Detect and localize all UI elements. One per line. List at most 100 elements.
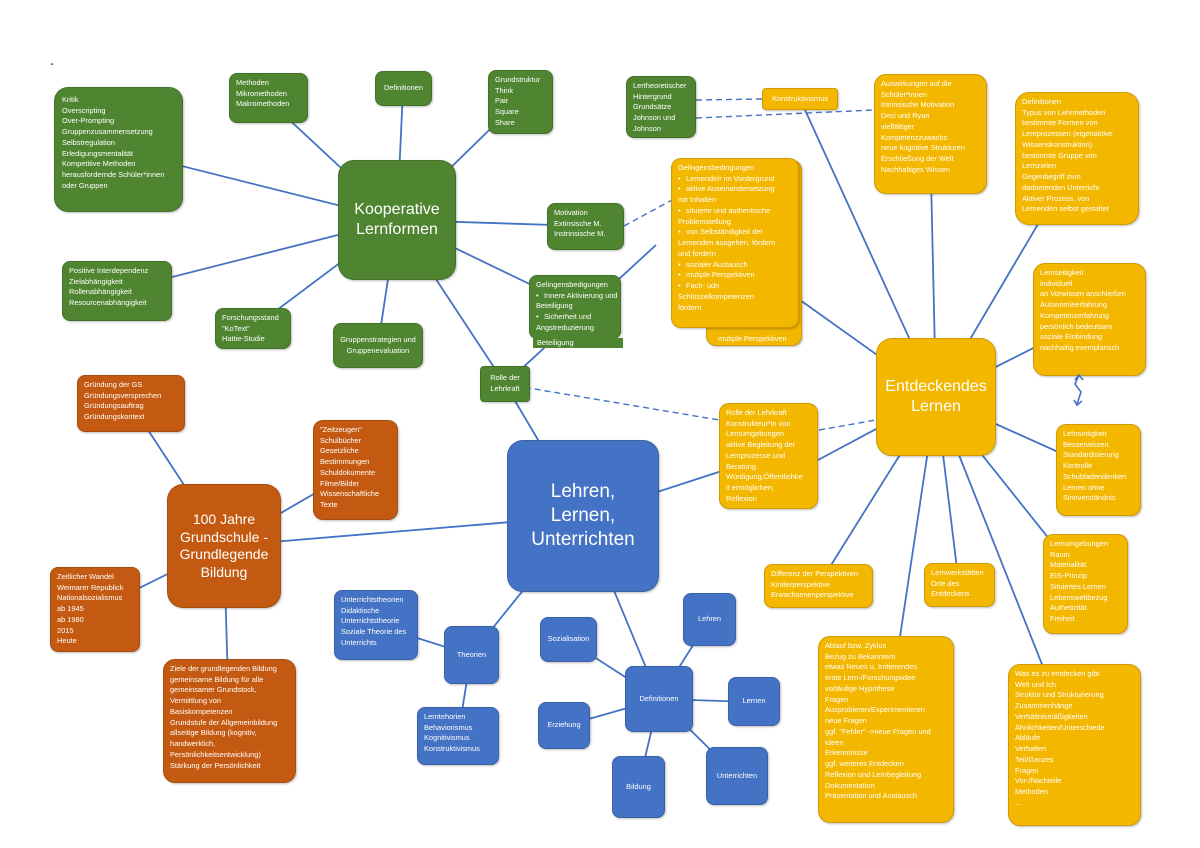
node-item: Heute	[57, 636, 77, 646]
dashed-connector-line	[818, 419, 877, 431]
node-item: bestimmte Formen von	[1022, 118, 1098, 128]
node-item: Selbstregulation	[62, 137, 116, 147]
node-item: Struktur und Strukturierung	[1015, 690, 1104, 700]
node-item: Nachhaltiges Wissen	[881, 164, 951, 174]
node-erziehung[interactable]: Erziehung	[538, 702, 590, 749]
node-gelingensbedingungen-kooperativ[interactable]: GelingensbedigungenInnere Aktivierung un…	[529, 275, 621, 339]
node-heading: Kooperative	[354, 201, 440, 218]
node-unterrichten[interactable]: Unterrichten	[706, 747, 768, 805]
node-lernen[interactable]: Lernen	[728, 677, 780, 726]
node-item: Standardisierung	[1063, 450, 1119, 460]
node-item: Innere Aktivierung und	[536, 291, 618, 302]
node-heading: Methoden	[236, 78, 269, 87]
node-item: Unterrichts	[341, 637, 377, 647]
node-item: Problemstellung	[678, 216, 731, 226]
node-heading: Auswirkungen auf die	[881, 79, 952, 88]
node-item: ...	[1015, 797, 1022, 807]
node-item: gemeinsamer Grundstock,	[170, 685, 257, 695]
dashed-connector-line	[695, 109, 875, 119]
node-item: Beratung	[726, 461, 756, 471]
node-item: Wissenschaftliche	[320, 489, 380, 499]
node-item: Gründungskontext	[84, 412, 145, 422]
node-heading: Lernen	[742, 696, 766, 706]
node-konstruktivismus[interactable]: Konstruktivismus	[762, 88, 838, 110]
node-item: Authetizität	[1050, 603, 1087, 613]
node-item: Makromethoden	[236, 99, 290, 109]
node-item: mit Inhalten	[678, 195, 717, 205]
node-item: Vermittlung von	[170, 696, 221, 706]
node-heading: Bildung	[626, 781, 651, 791]
node-item: Intrinsische Motivation	[881, 100, 955, 110]
node-item: Kompetenzerfahrung	[1040, 310, 1110, 320]
node-heading: Definitionen	[383, 83, 424, 93]
node-item: ab 1980	[57, 614, 84, 624]
node-forschungsstand[interactable]: Forschungsstand"KoText"Hattie-Studie	[215, 308, 291, 349]
node-item: Kompetenzzuwachs	[881, 132, 948, 142]
node-bildung[interactable]: Bildung	[612, 756, 665, 818]
node-heading: 100 Jahre	[192, 511, 256, 527]
node-heading: Lertheoretischer	[633, 81, 687, 90]
node-heading: "Zeitzeugen"	[320, 425, 362, 434]
node-text: Definitionen	[639, 694, 678, 705]
node-theorien[interactable]: Theorien	[444, 626, 499, 684]
node-item: Kinderperspektive	[771, 579, 831, 589]
node-heading: Lehrseitigkeit	[1063, 429, 1107, 438]
node-definitionen-kooperativ[interactable]: Definitionen	[375, 71, 432, 106]
node-heading: Lerntehorien	[424, 712, 466, 721]
node-gelingensbedingungen-entdeckend[interactable]: GelingensbedingungenLernende/r im Vorder…	[671, 158, 799, 328]
node-sozialisation[interactable]: Sozialisation	[540, 617, 597, 662]
node-heading: Erziehung	[547, 720, 581, 730]
node-item: Teil/Ganzes	[1015, 754, 1054, 764]
hub-lehren-lernen-unterrichten[interactable]: Lehren,Lernen,Unterrichten	[507, 440, 659, 592]
node-item: Sicherheit und	[536, 312, 614, 323]
node-item: Verhalten	[1015, 744, 1047, 754]
node-heading: Definitionen	[639, 693, 679, 703]
overflow-text-beteiligung: Beteiligung	[533, 338, 623, 348]
node-item: Angstreduzierung	[536, 322, 594, 332]
node-definitionen-blue[interactable]: Definitionen	[625, 666, 693, 732]
node-heading: Gruppenstrategien und	[340, 334, 416, 344]
node-item: Dokumentation	[825, 780, 875, 790]
node-heading: Lehren	[697, 614, 721, 624]
node-item: Instrinsische M.	[554, 229, 606, 239]
node-item: Deci und Ryan	[881, 111, 930, 121]
node-item: Grundlegende	[179, 546, 269, 562]
node-item: Johnson	[633, 123, 661, 133]
node-item: Autonomieerfahrung	[1040, 300, 1107, 310]
node-item: Stärkung der Persönlichkeit	[170, 760, 261, 770]
node-lehren[interactable]: Lehren	[683, 593, 736, 646]
